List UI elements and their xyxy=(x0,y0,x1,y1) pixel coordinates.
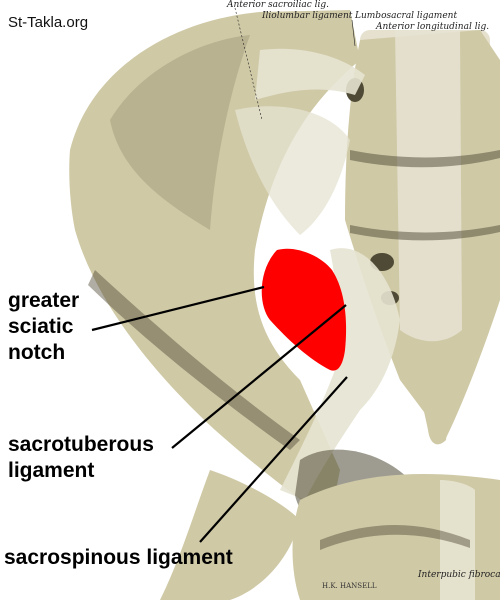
greater-sciatic-notch-highlight xyxy=(261,248,347,371)
iliolumbar-ligament xyxy=(255,48,365,100)
iliac-fossa-shadow xyxy=(110,35,250,230)
callout-line: ligament xyxy=(8,459,95,482)
label-lumbosacral: Lumbosacral ligament xyxy=(355,11,458,21)
anterior-longitudinal-ligament xyxy=(395,30,462,342)
pointer-lumbosacral xyxy=(351,19,356,47)
pubic-shadow xyxy=(320,525,470,550)
label-iliolumbar: Iliolumbar ligament xyxy=(262,11,353,21)
watermark-text: St-Takla.org xyxy=(8,14,89,31)
coccyx xyxy=(410,360,447,445)
label-interpubic: Interpubic fibrocar xyxy=(418,570,500,580)
callout-sacrospinous-ligament: sacrospinous ligament xyxy=(4,545,233,571)
anterior-sacroiliac-ligament xyxy=(235,106,350,235)
callout-line: sacrospinous ligament xyxy=(4,546,233,569)
pointer-anterior-sacroiliac xyxy=(234,7,263,121)
callout-line: greater xyxy=(8,289,80,312)
leader-line-greater-sciatic-notch xyxy=(91,285,265,332)
sacral-ridge xyxy=(350,225,500,241)
artist-signature: H.K. HANSELL xyxy=(322,582,377,590)
callout-sacrotuberous-ligament: sacrotuberous ligament xyxy=(8,432,154,484)
pelvic-brim xyxy=(88,270,300,450)
callout-greater-sciatic-notch: greater sciatic notch xyxy=(8,288,79,366)
callout-line: sacrotuberous xyxy=(8,433,154,456)
label-anterior-sacroiliac: Anterior sacroiliac lig. xyxy=(227,0,330,10)
leader-line-sacrospinous xyxy=(199,376,348,543)
callout-line: notch xyxy=(8,341,66,364)
leader-line-sacrotuberous xyxy=(171,304,347,449)
pubic-symphysis xyxy=(440,480,475,600)
ischium xyxy=(160,470,300,600)
label-anterior-longitudinal: Anterior longitudinal lig. xyxy=(376,22,490,32)
sacral-ridge xyxy=(350,150,500,168)
callout-line: sciatic xyxy=(8,315,74,338)
ligament-fan xyxy=(280,248,400,500)
